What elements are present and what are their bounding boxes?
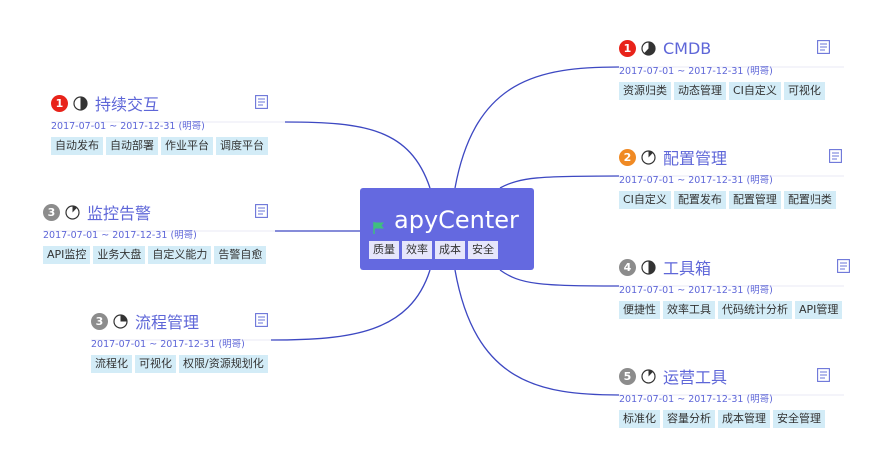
topic-label: 调度平台 <box>216 137 268 155</box>
link-toolbox <box>499 269 620 287</box>
progress-icon <box>641 368 656 384</box>
topic-label: CI自定义 <box>619 191 671 209</box>
priority-icon: 3 <box>43 203 60 221</box>
topic-process[interactable]: 3 流程管理 2017-07-01 ~ 2017-12-31 (明哥) 流程化可… <box>91 309 268 373</box>
topic-title-row: 3 流程管理 <box>91 309 268 333</box>
central-label: 效率 <box>402 241 432 259</box>
topic-label: 告警自愈 <box>214 246 267 264</box>
topic-label: 自动部署 <box>106 137 158 155</box>
progress-icon <box>73 95 88 111</box>
topic-label: 代码统计分析 <box>718 301 792 319</box>
topic-label: API监控 <box>43 246 91 264</box>
link-cmdb <box>454 66 620 189</box>
notes-icon[interactable] <box>817 39 830 54</box>
topic-label: 配置发布 <box>673 191 726 209</box>
progress-icon <box>641 149 656 165</box>
topic-interact[interactable]: 1 持续交互 2017-07-01 ~ 2017-12-31 (明哥) 自动发布… <box>51 91 268 155</box>
topic-title: 流程管理 <box>135 313 200 332</box>
topic-label: 权限/资源规划化 <box>179 355 268 373</box>
topic-date: 2017-07-01 ~ 2017-12-31 (明哥) <box>619 285 773 296</box>
topic-toolbox[interactable]: 4 工具箱 2017-07-01 ~ 2017-12-31 (明哥) 便捷性效率… <box>619 255 850 319</box>
notes-icon[interactable] <box>817 367 830 382</box>
link-interact <box>284 121 431 189</box>
topic-label: 安全管理 <box>773 410 825 428</box>
topic-labels: CI自定义配置发布配置管理配置归类 <box>619 191 836 209</box>
central-topic-labels: 质量 效率 成本 安全 <box>369 241 498 259</box>
topic-label: 流程化 <box>91 355 132 373</box>
notes-icon[interactable] <box>255 203 268 218</box>
progress-icon <box>641 259 656 275</box>
topic-date: 2017-07-01 ~ 2017-12-31 (明哥) <box>619 66 773 77</box>
topic-title-row: 5 运营工具 <box>619 364 825 388</box>
topic-label: 自动发布 <box>51 137 103 155</box>
topic-label: 资源归类 <box>619 82 671 100</box>
topic-label: 可视化 <box>135 355 176 373</box>
topic-title: CMDB <box>663 38 712 58</box>
topic-cmdb[interactable]: 1 CMDB 2017-07-01 ~ 2017-12-31 (明哥) 资源归类… <box>619 36 830 100</box>
topic-label: 成本管理 <box>718 410 770 428</box>
topic-title-row: 1 持续交互 <box>51 91 268 115</box>
central-label: 成本 <box>435 241 465 259</box>
topic-label: 业务大盘 <box>93 246 146 264</box>
topic-labels: 自动发布自动部署作业平台调度平台 <box>51 137 268 155</box>
topic-title: 配置管理 <box>663 149 728 168</box>
topic-title: 监控告警 <box>87 204 152 223</box>
priority-icon: 2 <box>619 148 636 166</box>
topic-labels: 流程化可视化权限/资源规划化 <box>91 355 268 373</box>
notes-icon[interactable] <box>829 148 842 163</box>
central-label: 安全 <box>468 241 498 259</box>
topic-title: 工具箱 <box>663 259 712 278</box>
topic-date: 2017-07-01 ~ 2017-12-31 (明哥) <box>619 394 773 405</box>
topic-title-row: 3 监控告警 <box>43 200 266 224</box>
topic-label: 容量分析 <box>663 410 715 428</box>
topic-labels: 标准化容量分析成本管理安全管理 <box>619 410 825 428</box>
topic-label: 标准化 <box>619 410 660 428</box>
topic-monitor[interactable]: 3 监控告警 2017-07-01 ~ 2017-12-31 (明哥) API监… <box>43 200 268 264</box>
priority-icon: 5 <box>619 367 636 385</box>
topic-label: 可视化 <box>783 82 825 100</box>
topic-label: 效率工具 <box>663 301 715 319</box>
progress-icon <box>641 40 656 56</box>
topic-title: 运营工具 <box>663 368 728 387</box>
priority-icon: 4 <box>619 258 636 276</box>
topic-config[interactable]: 2 配置管理 2017-07-01 ~ 2017-12-31 (明哥) CI自定… <box>619 145 842 209</box>
link-ops <box>454 269 620 396</box>
notes-icon[interactable] <box>255 94 268 109</box>
topic-label: 动态管理 <box>674 82 726 100</box>
topic-labels: API监控业务大盘自定义能力告警自愈 <box>43 246 267 264</box>
topic-title-row: 1 CMDB <box>619 36 825 60</box>
topic-title-row: 4 工具箱 <box>619 255 842 279</box>
topic-label: 便捷性 <box>619 301 660 319</box>
topic-label: 配置归类 <box>783 191 836 209</box>
link-process <box>270 269 431 341</box>
topic-title-row: 2 配置管理 <box>619 145 836 169</box>
link-config <box>499 175 620 189</box>
notes-icon[interactable] <box>837 258 850 273</box>
topic-label: CI自定义 <box>729 82 781 100</box>
topic-date: 2017-07-01 ~ 2017-12-31 (明哥) <box>51 121 205 132</box>
central-topic[interactable]: apyCenter 质量 效率 成本 安全 <box>360 188 534 270</box>
topic-label: API管理 <box>795 301 843 319</box>
notes-icon[interactable] <box>255 312 268 327</box>
central-topic-title: apyCenter <box>394 206 519 234</box>
topic-label: 配置管理 <box>728 191 781 209</box>
topic-label: 自定义能力 <box>148 246 212 264</box>
topic-title: 持续交互 <box>95 95 160 114</box>
topic-label: 作业平台 <box>161 137 213 155</box>
progress-icon <box>113 313 128 329</box>
flag-icon <box>373 222 384 234</box>
topic-date: 2017-07-01 ~ 2017-12-31 (明哥) <box>619 175 773 186</box>
priority-icon: 1 <box>619 39 636 57</box>
central-label: 质量 <box>369 241 399 259</box>
progress-icon <box>65 204 80 220</box>
topic-ops[interactable]: 5 运营工具 2017-07-01 ~ 2017-12-31 (明哥) 标准化容… <box>619 364 830 428</box>
priority-icon: 1 <box>51 94 68 112</box>
topic-date: 2017-07-01 ~ 2017-12-31 (明哥) <box>91 339 245 350</box>
topic-date: 2017-07-01 ~ 2017-12-31 (明哥) <box>43 230 197 241</box>
priority-icon: 3 <box>91 312 108 330</box>
